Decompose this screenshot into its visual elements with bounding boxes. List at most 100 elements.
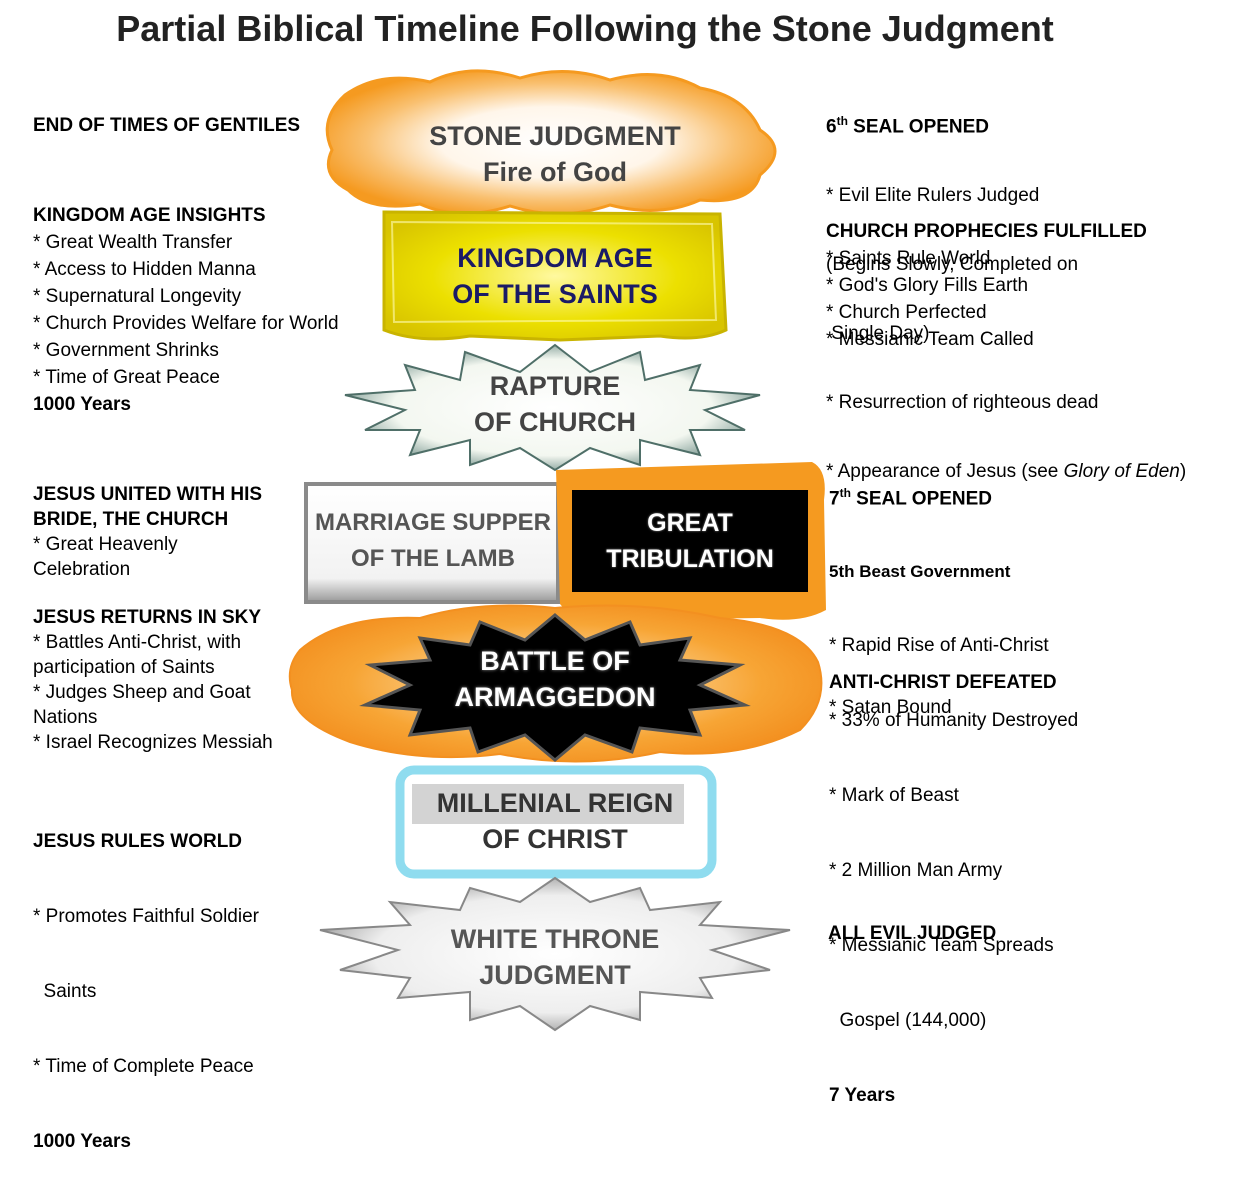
sixth-seal-block: 6th SEAL OPENED * Evil Elite Rulers Judg… [826,64,1186,506]
evil-judged-heading: ALL EVIL JUDGED [828,923,997,944]
antichrist-block: ANTI-CHRIST DEFEATED * Satan Bound [829,670,1057,720]
marriage-supper-line2: OF THE LAMB [351,545,515,572]
sixth-seal-line: (Begins Slowly, Completed on [826,254,1079,276]
armageddon-line2: ARMAGGEDON [454,682,656,712]
returns-line: participation of Saints [33,657,215,678]
kingdom-insight-item: * Supernatural Longevity [33,286,242,307]
kingdom-insight-item: * Government Shrinks [33,340,219,361]
sixth-seal-suffix: th [836,114,848,128]
returns-line: * Battles Anti-Christ, with [33,632,242,653]
sixth-seal-heading: 6th SEAL OPENED [826,110,1186,138]
glory-of-eden-title: Glory of Eden [1063,461,1180,483]
stone-judgment-label: STONE JUDGMENT Fire of God [405,118,705,190]
seventh-seal-heading-text: SEAL OPENED [850,488,993,510]
church-prophecy-item: * Saints Rule World [826,248,991,269]
great-tribulation-line1: GREAT [647,509,733,537]
returns-block: JESUS RETURNS IN SKY * Battles Anti-Chri… [33,605,273,755]
seventh-seal-line: Gospel (144,000) [829,1010,987,1032]
seventh-seal-number: 7 [829,488,840,510]
millenial-reign-shape [395,765,717,879]
stone-judgment-line1: STONE JUDGMENT [429,121,681,151]
bride-item-line2: Celebration [33,559,131,580]
stone-judgment-shape [325,69,777,216]
seventh-seal-block: 7th SEAL OPENED 5th Beast Government * R… [829,431,1078,1133]
millenial-reign-line1: MILLENIAL REIGN [436,788,674,818]
marriage-supper-shape [304,482,560,604]
rules-block: JESUS RULES WORLD * Promotes Faithful So… [33,779,259,1179]
church-prophecies-block: CHURCH PROPHECIES FULFILLED * Saints Rul… [826,218,1147,353]
seventh-seal-line: * Rapid Rise of Anti-Christ [829,635,1049,657]
kingdom-insights-duration: 1000 Years [33,394,131,415]
returns-line: * Israel Recognizes Messiah [33,732,273,753]
antichrist-item: * Satan Bound [829,697,952,718]
millenial-reign-label: MILLENIAL REIGN OF CHRIST [405,785,705,857]
returns-heading: JESUS RETURNS IN SKY [33,607,262,628]
sixth-seal-line: Single Day) [826,323,930,345]
seventh-seal-line: * Mark of Beast [829,785,959,807]
beast-government-subheading: 5th Beast Government [829,562,1011,582]
bride-heading-line2: BRIDE, THE CHURCH [33,509,229,530]
white-throne-line2: JUDGMENT [479,960,631,990]
white-throne-label: WHITE THRONE JUDGMENT [405,921,705,993]
white-throne-shape [319,876,791,1032]
stone-judgment-line2: Fire of God [483,157,627,187]
kingdom-insight-item: * Access to Hidden Manna [33,259,256,280]
sixth-seal-number: 6 [826,116,837,138]
seventh-seal-line: * Messianic Team Spreads [829,935,1054,957]
great-tribulation-label: GREAT TRIBULATION [572,505,808,577]
returns-line: Nations [33,707,98,728]
kingdom-insight-item: * Time of Great Peace [33,367,220,388]
sixth-seal-line: * Evil Elite Rulers Judged [826,185,1040,207]
church-prophecy-item: * Messianic Team Called [826,329,1034,350]
appearance-line: * Appearance of Jesus (see Glory of Eden… [826,460,1186,483]
church-prophecies-heading: CHURCH PROPHECIES FULFILLED [826,221,1147,242]
great-tribulation-shape [556,462,826,620]
marriage-supper-label: MARRIAGE SUPPER OF THE LAMB [308,505,558,577]
rules-line: * Promotes Faithful Soldier [33,906,259,927]
kingdom-age-line2: OF THE SAINTS [452,279,658,309]
page-title: Partial Biblical Timeline Following the … [116,8,1054,49]
seventh-seal-suffix: th [839,486,851,500]
antichrist-heading: ANTI-CHRIST DEFEATED [829,672,1057,693]
evil-judged-note: ALL EVIL JUDGED [828,920,996,947]
sixth-seal-line: * Resurrection of righteous dead [826,392,1099,414]
armageddon-label: BATTLE OF ARMAGGEDON [405,643,705,715]
church-prophecy-item: * God's Glory Fills Earth [826,275,1029,296]
rules-duration: 1000 Years [33,1131,131,1152]
church-prophecy-item: * Church Perfected [826,302,987,323]
appearance-suffix: ) [1179,461,1187,483]
gentiles-note: END OF TIMES OF GENTILES [33,112,300,139]
seventh-seal-line: * 33% of Humanity Destroyed [829,710,1079,732]
kingdom-age-line1: KINGDOM AGE [457,243,653,273]
seventh-seal-duration: 7 Years [829,1085,896,1107]
kingdom-insight-item: * Great Wealth Transfer [33,232,233,253]
millenial-reign-line2: OF CHRIST [482,824,628,854]
kingdom-age-shape [382,210,728,342]
great-tribulation-line2: TRIBULATION [606,545,774,573]
seventh-seal-line: * 2 Million Man Army [829,860,1003,882]
timeline-shapes [288,69,826,1032]
rapture-line1: RAPTURE [489,371,621,401]
rapture-shape [344,343,761,472]
bride-item-line1: * Great Heavenly [33,534,178,555]
seventh-seal-heading: 7th SEAL OPENED [829,481,1078,511]
bride-heading-line1: JESUS UNITED WITH HIS [33,484,263,505]
kingdom-insights-heading: KINGDOM AGE INSIGHTS [33,205,266,226]
rules-line: Saints [33,981,97,1002]
bride-block: JESUS UNITED WITH HIS BRIDE, THE CHURCH … [33,482,262,582]
appearance-prefix: * Appearance of Jesus (see [826,461,1064,483]
returns-line: * Judges Sheep and Goat [33,682,251,703]
gentiles-heading: END OF TIMES OF GENTILES [33,115,301,136]
white-throne-line1: WHITE THRONE [450,924,660,954]
rules-line: * Time of Complete Peace [33,1056,254,1077]
marriage-supper-line1: MARRIAGE SUPPER [314,509,552,536]
rules-heading: JESUS RULES WORLD [33,831,243,852]
rapture-label: RAPTURE OF CHURCH [405,368,705,440]
kingdom-age-label: KINGDOM AGE OF THE SAINTS [405,240,705,312]
rapture-line2: OF CHURCH [474,407,636,437]
kingdom-insight-item: * Church Provides Welfare for World [33,313,339,334]
kingdom-insights-block: KINGDOM AGE INSIGHTS * Great Wealth Tran… [33,202,339,418]
armageddon-line1: BATTLE OF [480,646,630,676]
sixth-seal-heading-text: SEAL OPENED [847,116,990,138]
battle-of-armageddon-shape [288,604,823,763]
